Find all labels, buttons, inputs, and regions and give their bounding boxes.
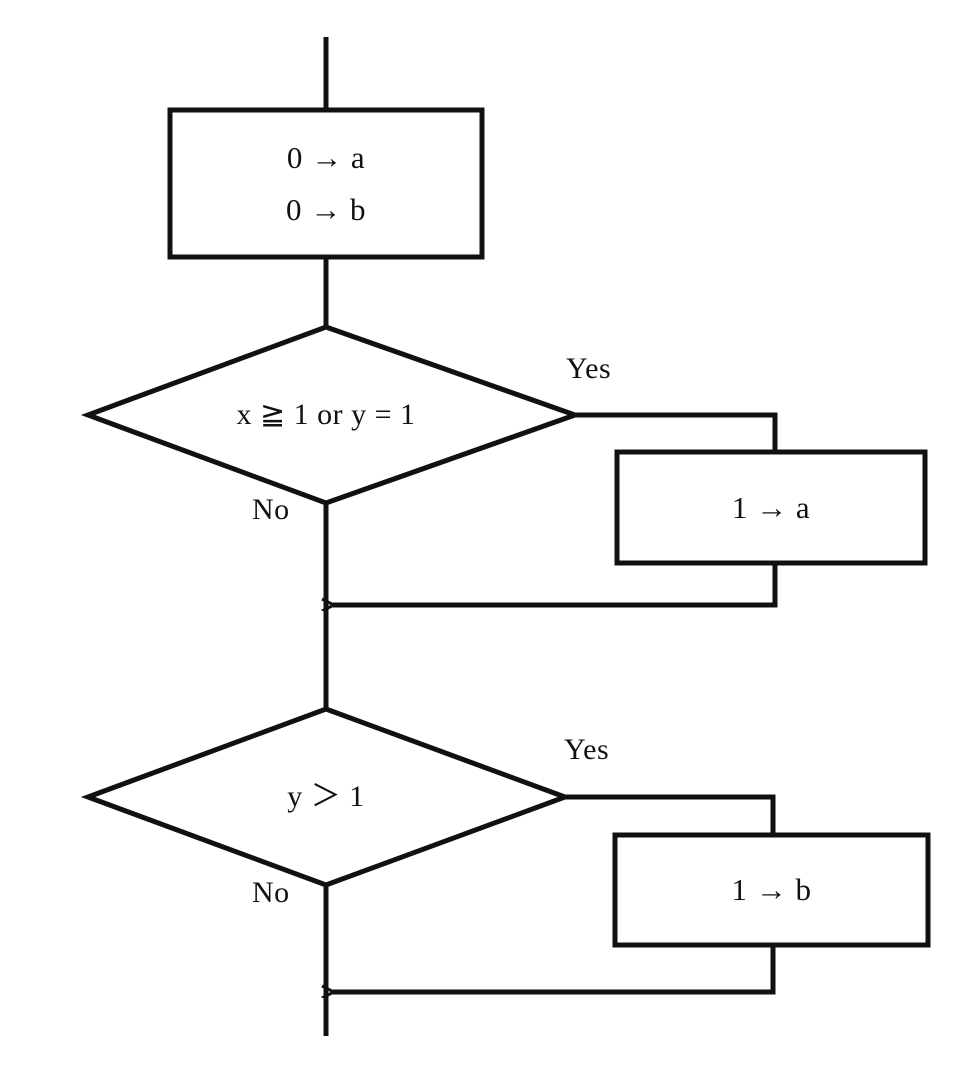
edge-cond1-yes xyxy=(575,412,778,452)
cond2-no-label: No xyxy=(252,876,290,909)
edge-cond2-yes xyxy=(565,794,776,835)
cond1-yes-label: Yes xyxy=(566,352,612,385)
process-box-set-b xyxy=(612,832,931,948)
edge-set-a-to-merge1 xyxy=(333,563,778,605)
decision-diamond-cond2 xyxy=(80,706,573,888)
edge-set-b-to-merge2 xyxy=(333,945,776,992)
process-box-init xyxy=(167,107,485,260)
cond1-no-label: No xyxy=(252,493,290,526)
cond2-yes-label: Yes xyxy=(564,733,610,766)
process-box-set-a xyxy=(614,449,928,566)
decision-diamond-cond1 xyxy=(80,324,583,506)
